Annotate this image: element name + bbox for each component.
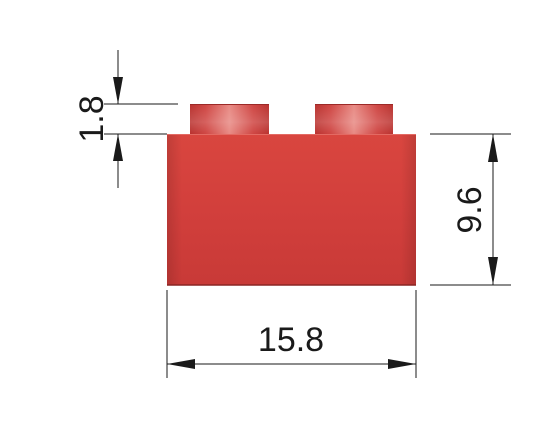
width-label: 15.8 xyxy=(258,321,324,359)
height-arrow-bottom xyxy=(488,257,498,285)
stud-left-highlight xyxy=(190,104,269,134)
stud-arrow-top xyxy=(113,77,123,104)
brick xyxy=(167,104,416,286)
width-arrow-right xyxy=(388,359,416,369)
height-arrow-top xyxy=(488,134,498,162)
height-label: 9.6 xyxy=(451,186,489,233)
stud-right-highlight xyxy=(315,104,393,134)
brick-body-shade xyxy=(167,134,416,285)
width-arrow-left xyxy=(167,359,195,369)
width-dimension: 15.8 xyxy=(166,290,417,378)
stud-arrow-bottom xyxy=(113,134,123,161)
stud-height-label: 1.8 xyxy=(73,95,111,142)
height-dimension: 9.6 xyxy=(430,133,511,286)
stud-height-dimension: 1.8 xyxy=(73,50,178,188)
